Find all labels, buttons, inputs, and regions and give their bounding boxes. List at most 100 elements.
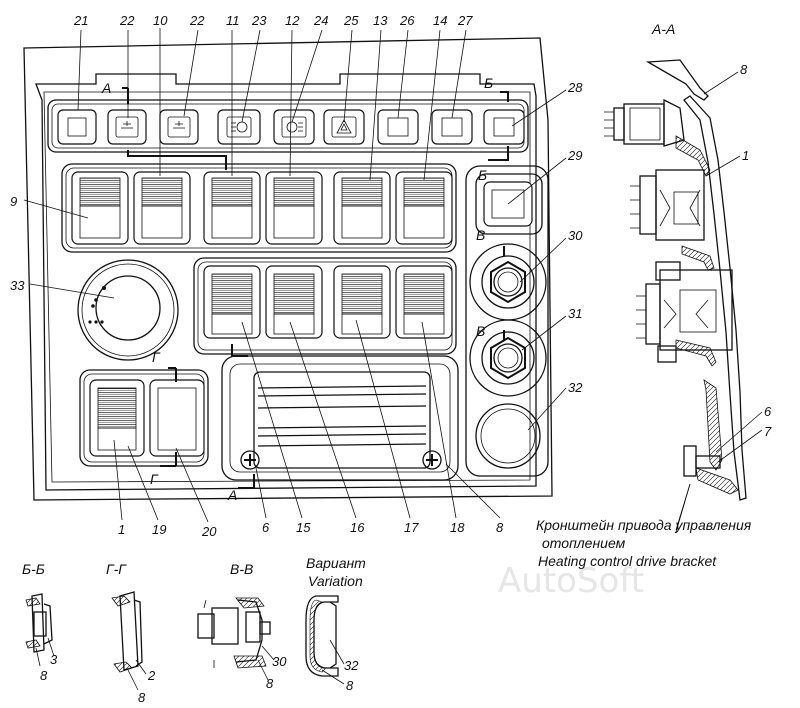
title-b-b: Б-Б (22, 561, 45, 577)
rocker-12[interactable] (265, 171, 323, 245)
section-titles: А-А Б-Б Г-Г В-В Вариант Variation (22, 21, 675, 589)
callout-23: 23 (251, 13, 267, 28)
vv-callout-30: 30 (272, 654, 287, 669)
callout-9: 9 (10, 194, 17, 209)
aa-callout-7: 7 (764, 424, 772, 439)
aa-callout-8: 8 (740, 62, 748, 77)
callout-33: 33 (10, 278, 25, 293)
button-21[interactable] (57, 109, 97, 145)
button-29[interactable] (475, 173, 543, 235)
section-mark-v-2: В (476, 323, 485, 339)
section-callouts: 8 1 6 7 3 8 2 8 30 8 32 8 (40, 62, 772, 705)
caption-en: Heating control drive bracket (538, 553, 717, 569)
button-22-left[interactable] (107, 109, 147, 145)
button-22-right[interactable] (159, 109, 199, 145)
top-rocker-switches (71, 171, 453, 245)
gg-callout-2: 2 (147, 668, 156, 683)
caption-ru-line1: Кронштейн привода управления (536, 517, 752, 533)
button-27[interactable] (431, 109, 473, 145)
section-g-g-view (111, 591, 147, 691)
rocker-9[interactable] (71, 171, 129, 245)
callout-27: 27 (457, 13, 473, 28)
button-28[interactable] (483, 109, 525, 145)
callout-8: 8 (496, 520, 504, 535)
section-mark-a-bottom: А (227, 487, 237, 503)
callout-1: 1 (118, 522, 125, 537)
callout-13: 13 (373, 13, 388, 28)
title-v-v: В-В (230, 561, 253, 577)
callout-30: 30 (568, 228, 583, 243)
title-variant-ru: Вариант (306, 555, 366, 571)
callout-25: 25 (343, 13, 359, 28)
screw-left (240, 450, 260, 470)
callout-32: 32 (568, 380, 583, 395)
callout-18: 18 (450, 520, 465, 535)
section-a-a-view (604, 59, 763, 533)
rocker-14[interactable] (395, 171, 453, 245)
callout-29: 29 (567, 148, 582, 163)
screw-right (422, 450, 442, 470)
lower-rocker-switches (203, 265, 453, 339)
leader-lines (23, 28, 567, 523)
rocker-15[interactable] (203, 265, 261, 339)
air-vent[interactable] (253, 371, 431, 469)
callout-24: 24 (313, 13, 328, 28)
rocker-10[interactable] (133, 171, 191, 245)
bracket-caption: Кронштейн привода управления отоплением … (536, 517, 752, 569)
callout-16: 16 (350, 520, 365, 535)
callout-22-b: 22 (189, 13, 205, 28)
section-mark-b-top: Б (484, 75, 493, 91)
rotary-control-30[interactable] (469, 243, 547, 321)
section-v-v-view (197, 597, 275, 681)
callout-19: 19 (152, 522, 166, 537)
variant-view (305, 595, 345, 685)
right-column-controls (469, 173, 547, 469)
caption-leader (675, 483, 691, 531)
callout-26: 26 (399, 13, 415, 28)
callout-11: 11 (226, 13, 240, 28)
section-b-b-view (25, 593, 55, 667)
variant-callout-8: 8 (346, 678, 354, 693)
rocker-17[interactable] (333, 265, 391, 339)
rocker-19[interactable] (89, 379, 145, 457)
callout-6: 6 (262, 520, 270, 535)
callout-31: 31 (568, 306, 582, 321)
button-23-fog-light[interactable] (217, 109, 261, 145)
callout-21: 21 (73, 13, 88, 28)
button-25-hazard[interactable] (323, 109, 365, 145)
callout-14: 14 (433, 13, 447, 28)
section-mark-g-2: Г (150, 471, 159, 487)
title-variant-en: Variation (308, 573, 363, 589)
watermark: AutoSoft (498, 561, 644, 601)
aa-callout-1: 1 (742, 148, 749, 163)
rocker-11[interactable] (203, 171, 261, 245)
callout-28: 28 (567, 80, 583, 95)
section-mark-v-1: В (476, 227, 485, 243)
bb-callout-8: 8 (40, 668, 48, 683)
switch-panel-front-view (23, 37, 553, 501)
vv-callout-8: 8 (266, 676, 274, 691)
callout-12: 12 (285, 13, 300, 28)
heater-knob-33[interactable] (77, 259, 179, 361)
rocker-18[interactable] (395, 265, 453, 339)
blank-switch-20[interactable] (149, 379, 205, 457)
rocker-16[interactable] (265, 265, 323, 339)
callout-17: 17 (404, 520, 419, 535)
title-g-g: Г-Г (106, 561, 127, 577)
aa-callout-6: 6 (764, 404, 772, 419)
button-26[interactable] (377, 109, 419, 145)
rocker-13[interactable] (333, 171, 391, 245)
section-mark-a-top: А (101, 80, 111, 96)
section-mark-g-1: Г (152, 349, 161, 365)
callout-15: 15 (296, 520, 311, 535)
caption-ru-line2: отоплением (542, 535, 626, 551)
bottom-left-switches (89, 379, 205, 457)
callout-22-a: 22 (119, 13, 135, 28)
top-square-buttons (57, 109, 525, 145)
callout-10: 10 (153, 13, 168, 28)
callout-numbers: 21 22 10 22 11 23 12 24 25 13 26 14 27 2… (10, 13, 583, 539)
variant-callout-32: 32 (344, 658, 359, 673)
gg-callout-8: 8 (138, 690, 146, 705)
title-a-a: А-А (651, 21, 675, 37)
